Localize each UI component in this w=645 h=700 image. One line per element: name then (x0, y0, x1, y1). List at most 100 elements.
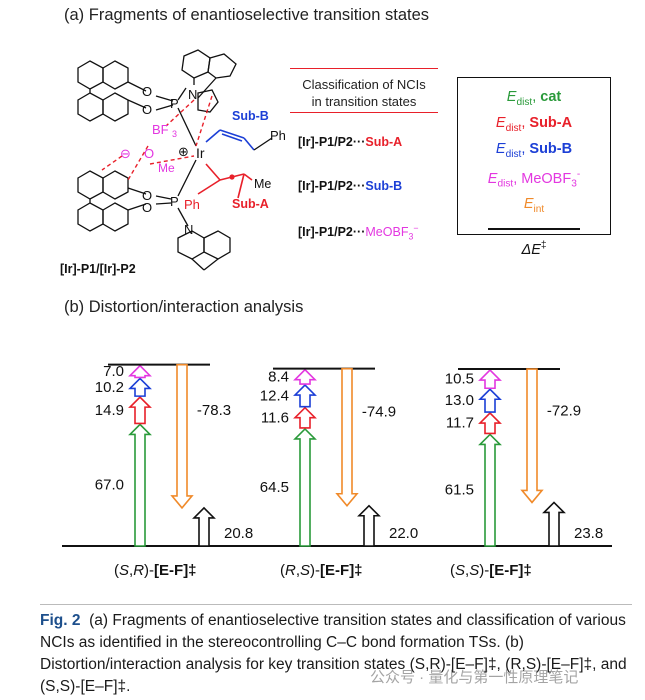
ncis-row-tail: Sub-A (365, 135, 403, 149)
legend-label: cat (540, 89, 562, 105)
arrow-sr-series-1 (128, 395, 152, 425)
legend-e: E (495, 140, 506, 157)
section-a-title: (a) Fragments of enantioselective transi… (64, 6, 430, 24)
legend-label-sup: - (576, 168, 581, 180)
arrow-rs-delta-e (357, 504, 381, 547)
ncis-title: Classification of NCIs in transition sta… (290, 76, 438, 110)
ncis-title-line-1: Classification of NCIs (302, 77, 426, 92)
value-label-sr-delta-e: 20.8 (224, 525, 253, 542)
chart-marks: 67.014.910.27.0-78.320.864.511.612.48.4-… (95, 363, 603, 547)
structure-caption: [Ir]-P1/[Ir]-P2 (60, 262, 136, 276)
ncis-row-sub-b: [Ir]-P1/P2···Sub-B (298, 179, 402, 193)
legend-sub: dist (516, 96, 533, 108)
label-me-right: Me (254, 177, 271, 191)
cat-bold: [E-F]‡ (154, 562, 197, 579)
category-label-rs: (R,S)-[E-F]‡ (280, 562, 363, 579)
label-plus-charge: ⊕ (178, 144, 189, 159)
arrow-sr-delta-e (192, 506, 216, 547)
legend-delta-sup: ‡ (540, 239, 547, 251)
label-o4: O (142, 200, 152, 215)
value-label-sr-series-2: 10.2 (95, 379, 124, 396)
sub-a-fragment (197, 163, 253, 199)
legend-sep: , (521, 140, 526, 157)
label-n-top: N (188, 87, 197, 102)
cat-c1: S (455, 562, 466, 579)
ncis-row-tail-sub: 3 (408, 231, 414, 242)
value-label-sr-series-3: 7.0 (103, 363, 124, 380)
value-label-rs-series-3: 8.4 (268, 368, 289, 385)
transition-state-structure: N O O P BF 3 ⊖ O Me ⊕ Ir Sub-B Ph O O P … (60, 49, 286, 276)
cat-comma: , (465, 562, 470, 579)
radical-dot (229, 174, 235, 180)
arrow-ss-series-3 (478, 368, 502, 390)
label-ir: Ir (196, 145, 205, 161)
legend-item-cat: Edist, cat (458, 87, 610, 113)
ncis-row-meobf3: [Ir]-P1/P2···MeOBF3− (298, 223, 418, 242)
arrow-rs-series-2 (293, 383, 317, 408)
arrow-rs-int (335, 367, 359, 507)
cat-bold: [E-F]‡ (489, 562, 532, 579)
label-p-top: P (170, 96, 179, 111)
arrow-rs-series-1 (293, 406, 317, 429)
arrow-ss-int (520, 368, 544, 504)
legend-sep: , (513, 170, 518, 187)
label-ph-top: Ph (270, 128, 286, 143)
legend-delta: ΔE (521, 241, 541, 258)
arrow-ss-series-0 (478, 433, 502, 547)
ncis-row-prefix: [Ir]-P1/P2 (298, 179, 353, 193)
legend-sub: dist (497, 178, 514, 190)
label-bf: BF (152, 122, 169, 137)
caption-text: (a) Fragments of enantioselective transi… (40, 612, 627, 695)
cat-close: )- (479, 562, 490, 579)
label-o1: O (142, 84, 152, 99)
cat-open: ( (280, 562, 285, 579)
legend-e: E (487, 170, 498, 187)
arrow-sr-series-0 (128, 423, 152, 547)
caption-rule (40, 604, 632, 605)
cat-c2: S (300, 562, 311, 579)
legend-label: MeOBF (521, 170, 572, 187)
value-label-rs-series-1: 11.6 (261, 409, 289, 426)
cat-close: )- (144, 562, 155, 579)
value-label-rs-series-0: 64.5 (260, 479, 289, 496)
arrow-ss-series-1 (478, 411, 502, 435)
label-o3: O (142, 188, 152, 203)
ncis-row-dots: ··· (352, 225, 366, 240)
ph-bond (253, 137, 273, 151)
ncis-row-tail-sup: − (413, 223, 419, 233)
legend-sub: int (533, 204, 545, 216)
label-n-bottom: N (184, 222, 193, 237)
ncis-row-prefix: [Ir]-P1/P2 (298, 225, 353, 240)
value-label-ss-delta-e: 23.8 (574, 525, 603, 542)
legend-sep: , (521, 114, 526, 131)
ncis-row-dots: ··· (352, 179, 366, 193)
ncis-title-line-2: in transition states (311, 94, 417, 109)
arrow-ss-delta-e (542, 501, 566, 547)
legend-e: E (506, 89, 517, 105)
value-label-rs-series-2: 12.4 (260, 387, 289, 404)
arrow-rs-series-3 (293, 368, 317, 385)
label-sub-a: Sub-A (232, 197, 269, 211)
legend-e: E (495, 114, 506, 131)
legend-label: Sub-B (529, 140, 573, 157)
cat-open: ( (114, 562, 119, 579)
section-b-title: (b) Distortion/interaction analysis (64, 298, 304, 316)
legend-box: Edist, cat Edist, Sub-A Edist, Sub-B Edi… (457, 77, 611, 258)
cat-comma: , (295, 562, 301, 579)
value-label-ss-series-2: 13.0 (445, 392, 474, 409)
label-minus-charge: ⊖ (120, 146, 131, 161)
nci-dashed-contacts (101, 95, 213, 181)
value-label-sr-int: -78.3 (197, 402, 231, 419)
ncis-row-tail: Sub-B (365, 179, 403, 193)
cat-c1: R (285, 562, 296, 579)
label-p-bottom: P (170, 194, 179, 209)
sub-b-fragment (205, 129, 255, 151)
molecule-bonds (77, 49, 237, 271)
legend-item-meobf3: Edist, MeOBF3- (458, 165, 610, 195)
value-label-sr-series-0: 67.0 (95, 477, 124, 494)
legend-item-sub-a: Edist, Sub-A (458, 113, 610, 139)
cat-comma: , (129, 562, 134, 579)
ncis-row-sub-a: [Ir]-P1/P2···Sub-A (298, 135, 402, 149)
value-label-ss-series-0: 61.5 (445, 482, 474, 499)
label-ph-bottom: Ph (184, 197, 200, 212)
